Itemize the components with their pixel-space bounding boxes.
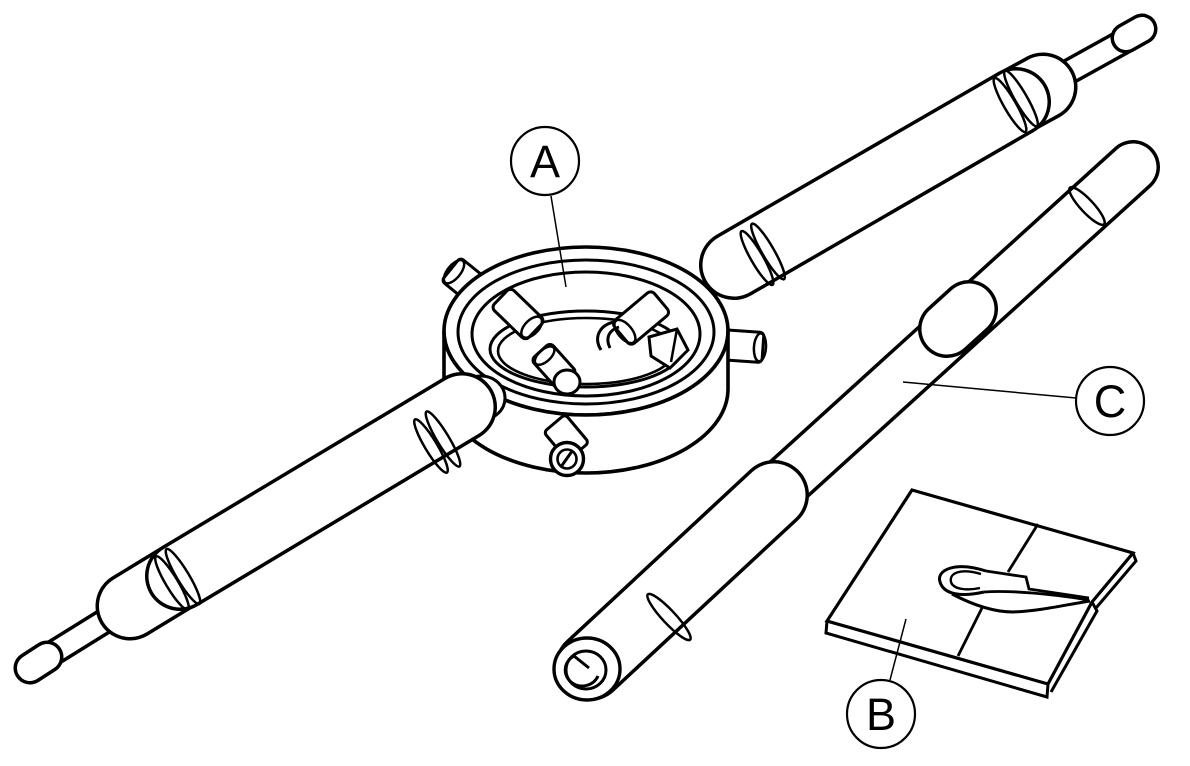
wedge-plate-prong-curve — [951, 592, 1091, 614]
die-stock-ring-sidewall — [442, 330, 730, 475]
die-clamp-wedge — [647, 327, 690, 370]
handle-lower-hub-collar — [412, 417, 450, 475]
callout-a-label: A — [530, 136, 560, 187]
wedge-plate — [824, 488, 1138, 699]
rod-socket-keyway — [563, 654, 600, 688]
callout-a: A — [509, 125, 581, 288]
callout-c-leader — [902, 381, 1077, 399]
die-stock-handle-lower — [13, 372, 507, 685]
callout-a-leader — [550, 195, 567, 288]
die-stock-set-screw — [543, 414, 589, 478]
wedge-plate-bend-line-upper — [1006, 523, 1040, 573]
wedge-plate-face — [824, 488, 1136, 686]
die-stock-body — [441, 245, 768, 475]
die-chip-detail — [596, 320, 620, 351]
die-screw-upper-right — [611, 290, 671, 346]
wedge-plate-slot-upper-edge — [985, 569, 1090, 600]
callout-b-leader — [889, 618, 907, 681]
die-stock-handle-upper — [699, 13, 1158, 300]
wedge-plate-slot-hook — [938, 565, 987, 596]
callout-b: B — [845, 618, 917, 750]
spare-handle-rod — [552, 140, 1160, 702]
die-screw-upper-left — [491, 287, 545, 341]
wedge-plate-slot-lower-edge — [983, 590, 1090, 602]
callout-b-label: B — [866, 689, 896, 740]
callout-a-balloon — [509, 125, 581, 197]
die-screw-lower-cap — [552, 368, 582, 396]
callout-b-balloon — [845, 678, 917, 750]
callout-c: C — [902, 365, 1146, 437]
callout-c-balloon — [1074, 365, 1146, 437]
wedge-plate-thickness-edge — [824, 620, 1050, 699]
set-screw-slot — [559, 449, 574, 469]
callout-c-label: C — [1094, 376, 1127, 427]
rod-collar-band-bottom — [646, 592, 692, 642]
wedge-plate-prong-tip-edge — [1049, 601, 1099, 693]
die-stock-rim-line — [456, 258, 716, 406]
wedge-plate-bend-line-lower — [956, 607, 984, 657]
wedge-plate-upper-tip-edge — [1094, 552, 1138, 609]
rod-collar-band-top — [1068, 185, 1106, 227]
